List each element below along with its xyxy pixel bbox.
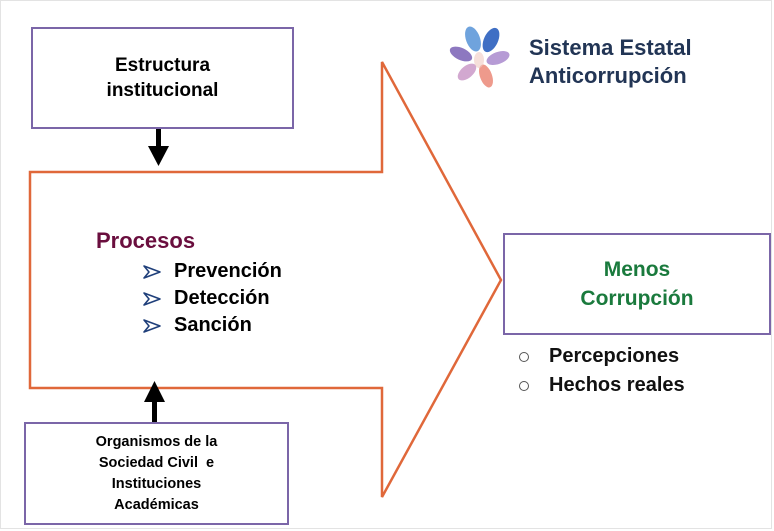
logo-title-line1: Sistema Estatal xyxy=(529,35,692,60)
arrowhead-bullet-icon xyxy=(143,291,161,306)
outcome-line2: Corrupción xyxy=(580,287,694,310)
outcome-item: Percepciones xyxy=(517,342,685,371)
arrow-down-connector xyxy=(148,129,169,166)
outcome-item-label: Hechos reales xyxy=(549,374,685,396)
less-corruption-box: Menos Corrupción xyxy=(503,233,771,335)
civil-line2: Sociedad Civil e xyxy=(98,454,215,471)
process-label: Prevención xyxy=(174,260,282,282)
circle-bullet-icon xyxy=(519,380,529,391)
outcome-list: Percepciones Hechos reales xyxy=(517,342,685,400)
outcome-item-label: Percepciones xyxy=(549,345,680,367)
process-label: Sanción xyxy=(174,314,252,336)
petal-flower-logo xyxy=(449,26,510,88)
structure-line2: institucional xyxy=(106,80,219,101)
outcome-line1: Menos xyxy=(603,258,671,281)
process-label: Detección xyxy=(174,287,270,309)
circle-bullet-icon xyxy=(519,351,529,362)
arrowhead-bullet-icon xyxy=(143,318,161,333)
process-item: Detección xyxy=(142,285,282,312)
processes-title: Procesos xyxy=(96,228,196,253)
arrow-up-connector xyxy=(144,381,165,422)
arrowhead-bullet-icon xyxy=(143,264,161,279)
logo-title: Sistema Estatal Anticorrupción xyxy=(529,34,692,90)
civil-society-box: Organismos de la Sociedad Civil e Instit… xyxy=(24,422,289,525)
logo-title-line2: Anticorrupción xyxy=(529,63,687,88)
civil-line4: Académicas xyxy=(114,496,199,513)
process-list: Prevención Detección Sanción xyxy=(142,258,282,339)
process-item: Sanción xyxy=(142,312,282,339)
process-item: Prevención xyxy=(142,258,282,285)
civil-line1: Organismos de la xyxy=(95,433,218,450)
structure-line1: Estructura xyxy=(114,55,211,76)
outcome-item: Hechos reales xyxy=(517,371,685,400)
big-process-arrow xyxy=(28,61,503,498)
civil-line3: Instituciones xyxy=(111,475,202,492)
institutional-structure-box: Estructura institucional xyxy=(31,27,294,129)
